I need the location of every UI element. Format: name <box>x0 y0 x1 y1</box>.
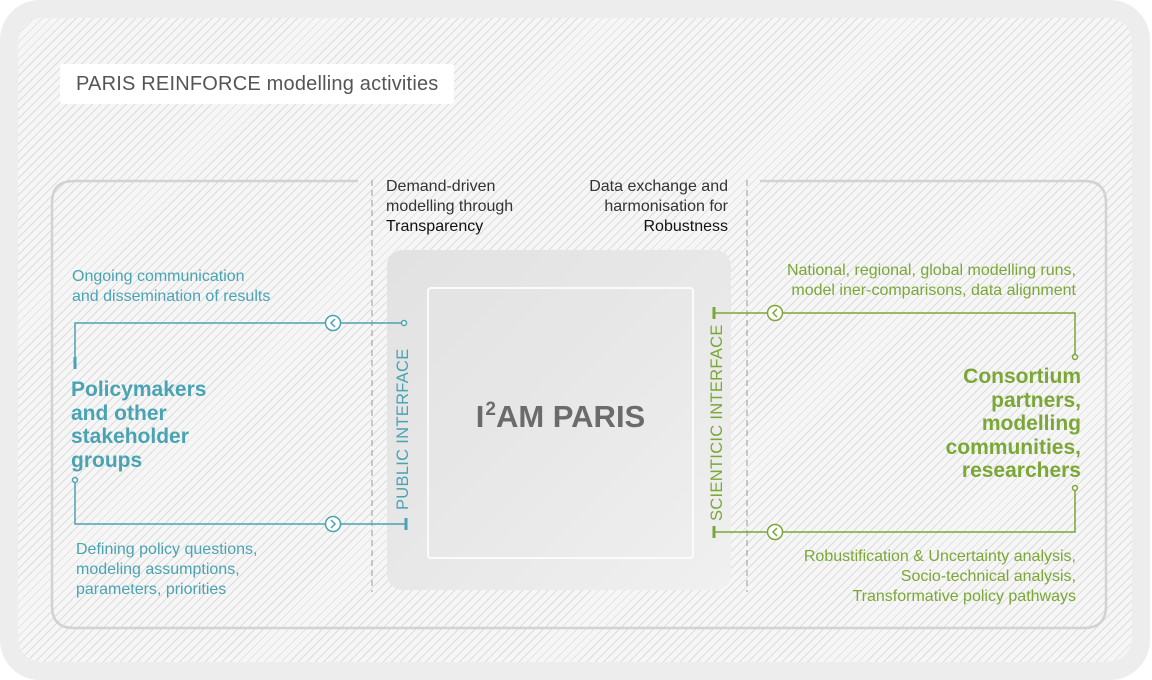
right-group-heading: Consortium partners, modelling communiti… <box>880 365 1081 483</box>
left-group-line-3: stakeholder <box>71 425 189 448</box>
right-group-line-3: modelling <box>981 412 1081 435</box>
diagram-title: PARIS REINFORCE modelling activities <box>60 64 455 104</box>
center-inner-box <box>427 287 694 559</box>
data-exchange-line-3: Robustness <box>643 218 729 235</box>
title-strong: PARIS REINFORCE <box>76 73 261 95</box>
left-group-heading: Policymakers and other stakeholder group… <box>71 378 206 472</box>
right-bottom-line-2: Socio-technical analysis, <box>900 568 1076 585</box>
scientific-interface-label: SCIENTICIC INTERFACE <box>708 324 726 521</box>
right-group-line-2: partners, <box>991 388 1081 412</box>
center-title-main: AM PARIS <box>495 399 646 434</box>
right-bottom-line-1: Robustification & Uncertainty analysis, <box>803 548 1076 565</box>
left-top-line-1: Ongoing communication <box>72 268 245 285</box>
center-title: I2AM PARIS <box>427 390 694 437</box>
right-top-connector <box>714 312 1076 357</box>
right-bottom-arrow-icon <box>766 523 784 541</box>
left-top-line-2: and dissemination of results <box>72 288 271 305</box>
left-top-connector <box>74 322 404 367</box>
data-exchange-line-2: harmonisation for <box>604 198 728 215</box>
data-exchange-line-1: Data exchange and <box>589 178 728 195</box>
left-group-line-4: groups <box>71 448 143 472</box>
data-exchange-text: Data exchange and harmonisation for Robu… <box>560 177 728 237</box>
right-top-line-1: National, regional, global modelling run… <box>786 262 1076 279</box>
left-top-arrow-icon <box>324 314 342 332</box>
right-group-line-1: Consortium <box>963 365 1081 388</box>
right-bottom-text: Robustification & Uncertainty analysis, … <box>700 547 1076 607</box>
right-bottom-line-3: Transformative policy pathways <box>852 588 1077 605</box>
left-group-line-1: Policymakers <box>71 378 207 401</box>
outer-rounded-frame <box>50 179 1108 630</box>
demand-line-2: modelling through <box>386 198 514 215</box>
left-bottom-arrow-icon <box>324 515 342 533</box>
right-top-arrow-icon <box>766 304 784 322</box>
left-bottom-connector <box>74 480 406 525</box>
right-top-line-2: model iner-comparisons, data alignment <box>791 282 1076 299</box>
left-bottom-line-3: parameters, priorities <box>76 581 227 598</box>
demand-line-1: Demand-driven <box>386 178 496 195</box>
right-group-line-4: communities, <box>945 435 1081 459</box>
left-bottom-line-2: modeling assumptions, <box>76 561 240 578</box>
left-top-text: Ongoing communication and dissemination … <box>72 267 270 307</box>
center-box <box>387 250 731 590</box>
public-interface-label: PUBLIC INTERFACE <box>394 348 412 510</box>
right-top-text: National, regional, global modelling run… <box>700 261 1076 301</box>
center-title-superscript: 2 <box>485 399 496 420</box>
center-title-prefix: I <box>475 399 485 434</box>
left-bottom-text: Defining policy questions, modeling assu… <box>76 540 257 600</box>
left-group-line-2: and other <box>71 401 167 425</box>
demand-line-3: Transparency <box>386 218 484 235</box>
left-bottom-line-1: Defining policy questions, <box>76 541 258 558</box>
right-bottom-connector <box>714 488 1076 533</box>
demand-text: Demand-driven modelling through Transpar… <box>386 177 513 237</box>
right-group-line-5: researchers <box>961 459 1081 482</box>
title-rest: modelling activities <box>260 73 439 95</box>
